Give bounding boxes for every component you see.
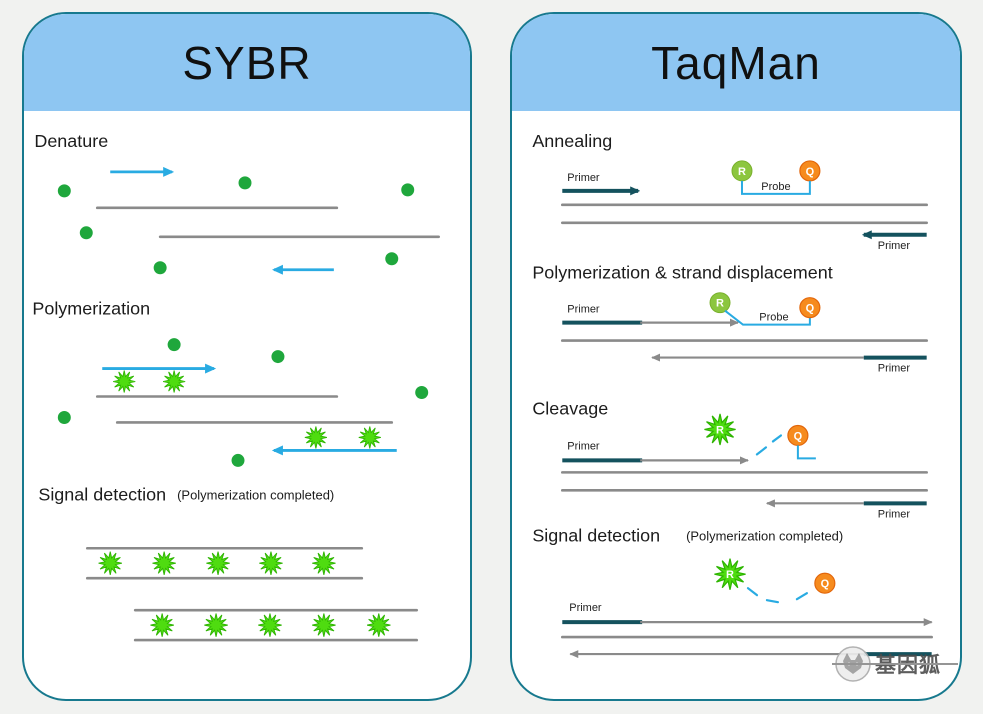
quencher-circle bbox=[799, 297, 821, 319]
fluorescence-burst-icon bbox=[203, 612, 229, 638]
sybr-dye-dot bbox=[401, 183, 415, 197]
primer-label: Primer bbox=[567, 172, 600, 184]
sybr-dye-dot bbox=[57, 410, 71, 424]
reporter-circle bbox=[709, 292, 731, 314]
sybr-header: SYBR bbox=[24, 14, 470, 111]
section-label-signal-note: (Polymerization completed) bbox=[177, 487, 334, 502]
watermark-text: 基因狐 bbox=[875, 654, 941, 677]
fluorescence-burst-icon bbox=[258, 551, 284, 576]
sybr-dye-dot bbox=[271, 350, 285, 364]
probe-label: Probe bbox=[759, 312, 788, 324]
sybr-dye-dot bbox=[238, 176, 252, 190]
section-label-signal-detection: Signal detection bbox=[532, 525, 660, 545]
primer-label: Primer bbox=[878, 363, 911, 375]
probe-fragment-dash bbox=[795, 592, 808, 601]
reporter-letter: R bbox=[716, 424, 724, 436]
sybr-dye-dot bbox=[231, 453, 245, 467]
primer-label: Primer bbox=[569, 602, 602, 614]
section-label-denature: Denature bbox=[34, 131, 108, 151]
section-label-polymerization: Polymerization bbox=[32, 299, 150, 319]
fluorescence-burst-icon bbox=[304, 425, 328, 449]
section-label-annealing: Annealing bbox=[532, 131, 612, 151]
section-label-cleavage: Cleavage bbox=[532, 398, 608, 418]
probe-link bbox=[740, 180, 811, 195]
quencher-letter: Q bbox=[821, 578, 830, 590]
sybr-title: SYBR bbox=[182, 36, 312, 89]
quencher-circle bbox=[799, 160, 821, 182]
fluorescence-burst-icon bbox=[257, 612, 283, 638]
sybr-signal-graphics bbox=[85, 546, 419, 642]
fluorescence-burst-icon bbox=[98, 551, 123, 576]
sybr-dye-dot bbox=[153, 261, 167, 275]
fluorescence-burst-icon bbox=[311, 612, 336, 638]
fluorescence-burst-icon bbox=[112, 370, 136, 393]
primer-label: Primer bbox=[878, 508, 911, 520]
fluorescence-burst-icon bbox=[366, 612, 391, 638]
probe-fragment-dash bbox=[746, 587, 759, 597]
taqman-annealing-graphics: Primer R Q Probe Primer bbox=[560, 160, 928, 252]
section-label-signal-note: (Polymerization completed) bbox=[686, 528, 843, 543]
sybr-diagram: Denature Polymerization bbox=[32, 131, 440, 642]
sybr-panel: SYBR Denature Polymerization bbox=[22, 12, 472, 701]
reporter-letter: R bbox=[738, 166, 746, 178]
reporter-letter: R bbox=[716, 298, 724, 310]
quencher-letter: Q bbox=[794, 430, 803, 442]
taqman-polymerization-graphics: Primer R Q Probe Primer bbox=[560, 292, 928, 375]
watermark: 基因狐 bbox=[832, 645, 958, 683]
fluorescence-burst-icon bbox=[150, 612, 175, 638]
sybr-polymerization-graphics bbox=[57, 338, 429, 467]
fluorescence-burst-icon bbox=[162, 370, 186, 393]
reporter-letter: R bbox=[726, 569, 734, 581]
sybr-dye-dot bbox=[385, 252, 399, 266]
taqman-cleavage-graphics: Primer R Q Primer bbox=[560, 413, 928, 520]
probe-fragment-dash bbox=[765, 599, 780, 604]
quencher-letter: Q bbox=[806, 303, 815, 315]
sybr-denature-graphics bbox=[57, 166, 440, 275]
taqman-signal-graphics: R Q Primer bbox=[560, 558, 933, 659]
taqman-diagram: Annealing Primer R Q Probe Primer Polyme… bbox=[532, 131, 933, 659]
sybr-dye-dot bbox=[167, 338, 181, 352]
fluorescence-burst-icon bbox=[152, 551, 177, 576]
watermark-line bbox=[832, 663, 958, 665]
taqman-title: TaqMan bbox=[651, 36, 821, 89]
probe-fragment-dash bbox=[771, 434, 783, 443]
quencher-letter: Q bbox=[806, 166, 815, 178]
primer-label: Primer bbox=[567, 304, 600, 316]
probe-fragment bbox=[796, 445, 816, 460]
sybr-dye-dot bbox=[415, 386, 429, 400]
section-label-signal-detection: Signal detection bbox=[38, 484, 166, 504]
sybr-dye-dot bbox=[57, 184, 71, 198]
fluorescence-burst-icon bbox=[205, 551, 231, 576]
probe-label: Probe bbox=[761, 181, 790, 193]
reporter-circle bbox=[731, 160, 753, 182]
primer-label: Primer bbox=[878, 240, 911, 252]
primer-label: Primer bbox=[567, 440, 600, 452]
fluorescence-burst-icon bbox=[358, 425, 382, 449]
taqman-panel: TaqMan Annealing Primer R Q Probe Primer… bbox=[510, 12, 962, 701]
probe-link bbox=[724, 309, 811, 326]
fluorescence-burst-icon bbox=[311, 551, 336, 576]
probe-fragment-dash bbox=[755, 446, 768, 456]
sybr-dye-dot bbox=[79, 226, 93, 240]
quencher-circle bbox=[814, 572, 836, 594]
taqman-header: TaqMan bbox=[512, 14, 960, 111]
section-label-polymerization: Polymerization & strand displacement bbox=[532, 263, 832, 283]
